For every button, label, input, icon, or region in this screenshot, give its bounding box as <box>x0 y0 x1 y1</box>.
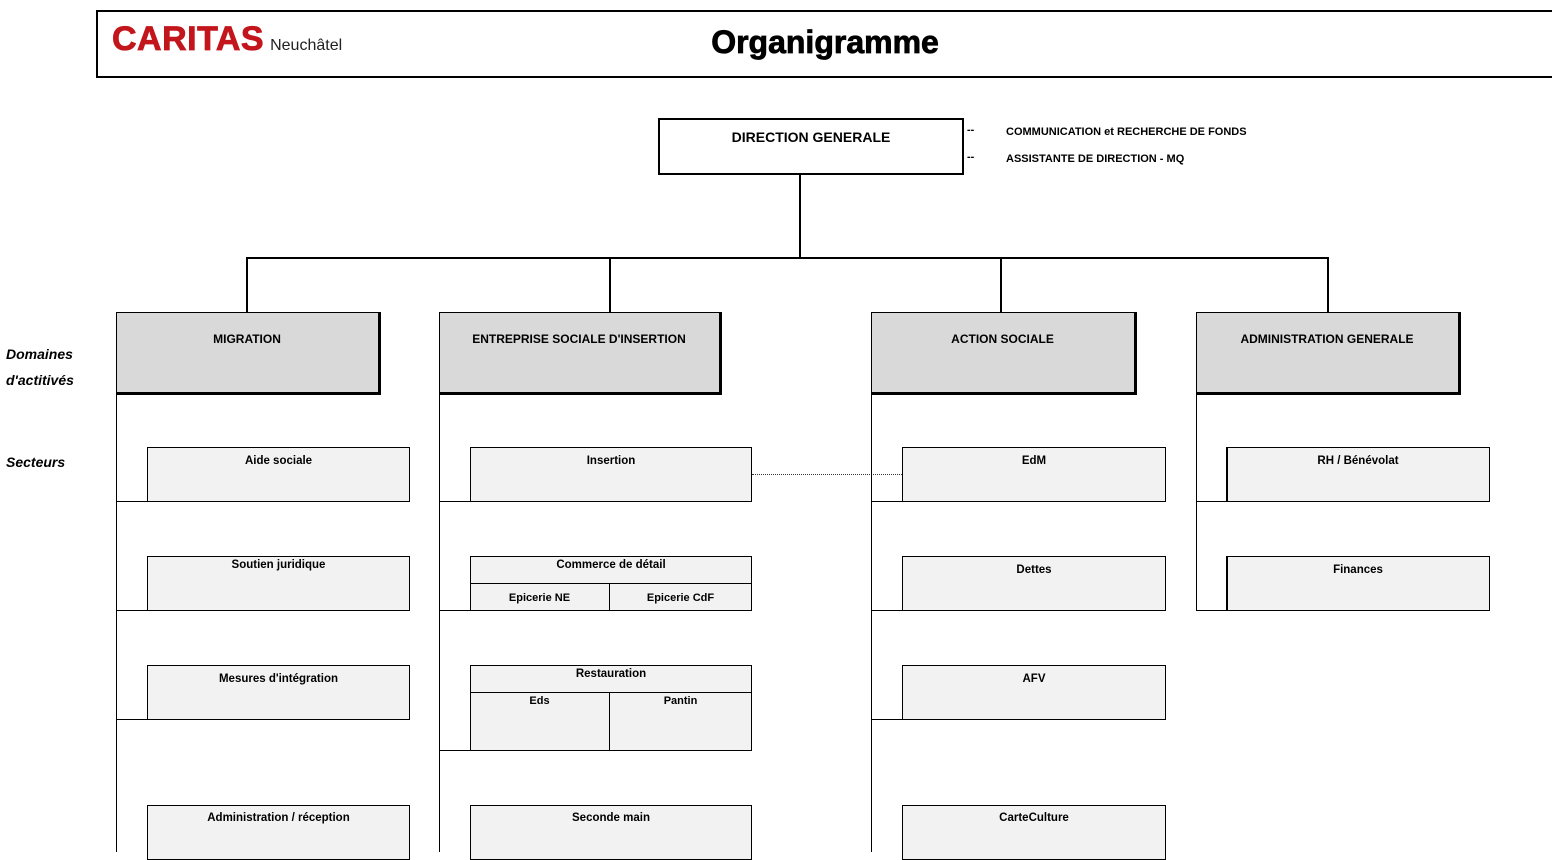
sector-box-rh-benevolat <box>1226 447 1490 502</box>
sector-box-restauration <box>470 665 752 751</box>
attached-dash-2: -- <box>967 151 975 163</box>
domain-label-action-sociale: ACTION SOCIALE <box>951 332 1054 346</box>
row-label-domaines-line2: d'actitivés <box>6 372 74 388</box>
sector-box-afv <box>902 665 1166 720</box>
sector-label-commerce-detail: Commerce de détail <box>556 559 666 571</box>
migration-tick-2 <box>116 610 148 611</box>
sector-label-mesures-integration: Mesures d'intégration <box>218 673 339 685</box>
attached-label-assistante: ASSISTANTE DE DIRECTION - MQ <box>1006 153 1185 165</box>
action-tick-1 <box>871 501 903 502</box>
migration-tick-3 <box>116 719 148 720</box>
admin-spine <box>1196 395 1197 611</box>
connector-esi <box>609 257 611 313</box>
domain-box-action-sociale <box>871 312 1137 395</box>
connector-action-sociale <box>1000 257 1002 313</box>
sector-label-finances: Finances <box>1333 564 1383 576</box>
page-title: Organigramme <box>711 24 939 61</box>
sector-box-aide-sociale <box>147 447 410 502</box>
row-label-domaines-line1: Domaines <box>6 346 73 362</box>
commerce-divider-h <box>470 583 752 584</box>
sector-label-administration-reception: Administration / réception <box>207 812 350 824</box>
commerce-divider-v <box>609 583 610 611</box>
sector-box-seconde-main <box>470 805 752 860</box>
sector-box-administration-reception <box>147 805 410 860</box>
sub-label-epicerie-cdf: Epicerie CdF <box>646 592 715 604</box>
sector-label-edm: EdM <box>1021 455 1047 467</box>
esi-tick-1 <box>439 501 471 502</box>
esi-tick-3 <box>439 750 471 751</box>
sub-label-pantin: Pantin <box>663 695 698 707</box>
sector-label-restauration: Restauration <box>575 668 647 680</box>
connector-direction-trunk <box>799 175 801 259</box>
action-sociale-spine <box>871 395 872 852</box>
migration-spine <box>116 395 117 852</box>
restauration-divider-h <box>470 692 752 693</box>
sector-label-rh-benevolat: RH / Bénévolat <box>1317 455 1399 467</box>
sector-box-soutien-juridique <box>147 556 410 611</box>
esi-tick-2 <box>439 610 471 611</box>
sector-label-soutien-juridique: Soutien juridique <box>231 559 326 571</box>
dotted-link-insertion-edm <box>752 474 902 475</box>
sector-box-carteculture <box>902 805 1166 860</box>
sector-box-finances <box>1226 556 1490 611</box>
attached-dash-1: -- <box>967 124 975 136</box>
esi-spine <box>439 395 440 852</box>
logo-subtitle: Neuchâtel <box>270 37 343 54</box>
row-label-secteurs: Secteurs <box>6 454 66 470</box>
sector-box-edm <box>902 447 1166 502</box>
sector-label-aide-sociale: Aide sociale <box>244 455 313 467</box>
sector-box-mesures-integration <box>147 665 410 720</box>
attached-label-communication: COMMUNICATION et RECHERCHE DE FONDS <box>1006 126 1247 138</box>
domain-label-esi: ENTREPRISE SOCIALE D'INSERTION <box>472 332 686 346</box>
sector-label-afv: AFV <box>1022 673 1046 685</box>
sector-label-seconde-main: Seconde main <box>572 812 650 824</box>
migration-tick-1 <box>116 501 148 502</box>
row-label-domaines: Domaines d'actitivés <box>6 341 74 393</box>
sub-label-epicerie-ne: Epicerie NE <box>508 592 571 604</box>
sub-label-eds: Eds <box>529 695 550 707</box>
direction-label: DIRECTION GENERALE <box>731 129 891 145</box>
connector-admin-generale <box>1327 257 1329 313</box>
domain-label-admin-generale: ADMINISTRATION GENERALE <box>1240 332 1414 346</box>
sector-label-insertion: Insertion <box>586 455 636 467</box>
caritas-logo: CARITAS Neuchâtel <box>112 20 343 59</box>
connector-migration <box>246 257 248 313</box>
action-tick-3 <box>871 719 903 720</box>
direction-box <box>658 118 964 175</box>
logo-wordmark: CARITAS <box>112 20 265 59</box>
sector-label-carteculture: CarteCulture <box>999 812 1069 824</box>
admin-tick-1 <box>1196 501 1228 502</box>
domain-box-esi <box>439 312 722 395</box>
domain-label-migration: MIGRATION <box>213 332 281 346</box>
domain-box-migration <box>116 312 381 395</box>
restauration-divider-v <box>609 692 610 751</box>
connector-domains-bar <box>246 257 1329 259</box>
sector-box-dettes <box>902 556 1166 611</box>
sector-box-insertion <box>470 447 752 502</box>
admin-tick-2 <box>1196 610 1228 611</box>
action-tick-2 <box>871 610 903 611</box>
sector-label-dettes: Dettes <box>1016 564 1052 576</box>
domain-box-admin-generale <box>1196 312 1461 395</box>
header-frame <box>96 10 1552 78</box>
